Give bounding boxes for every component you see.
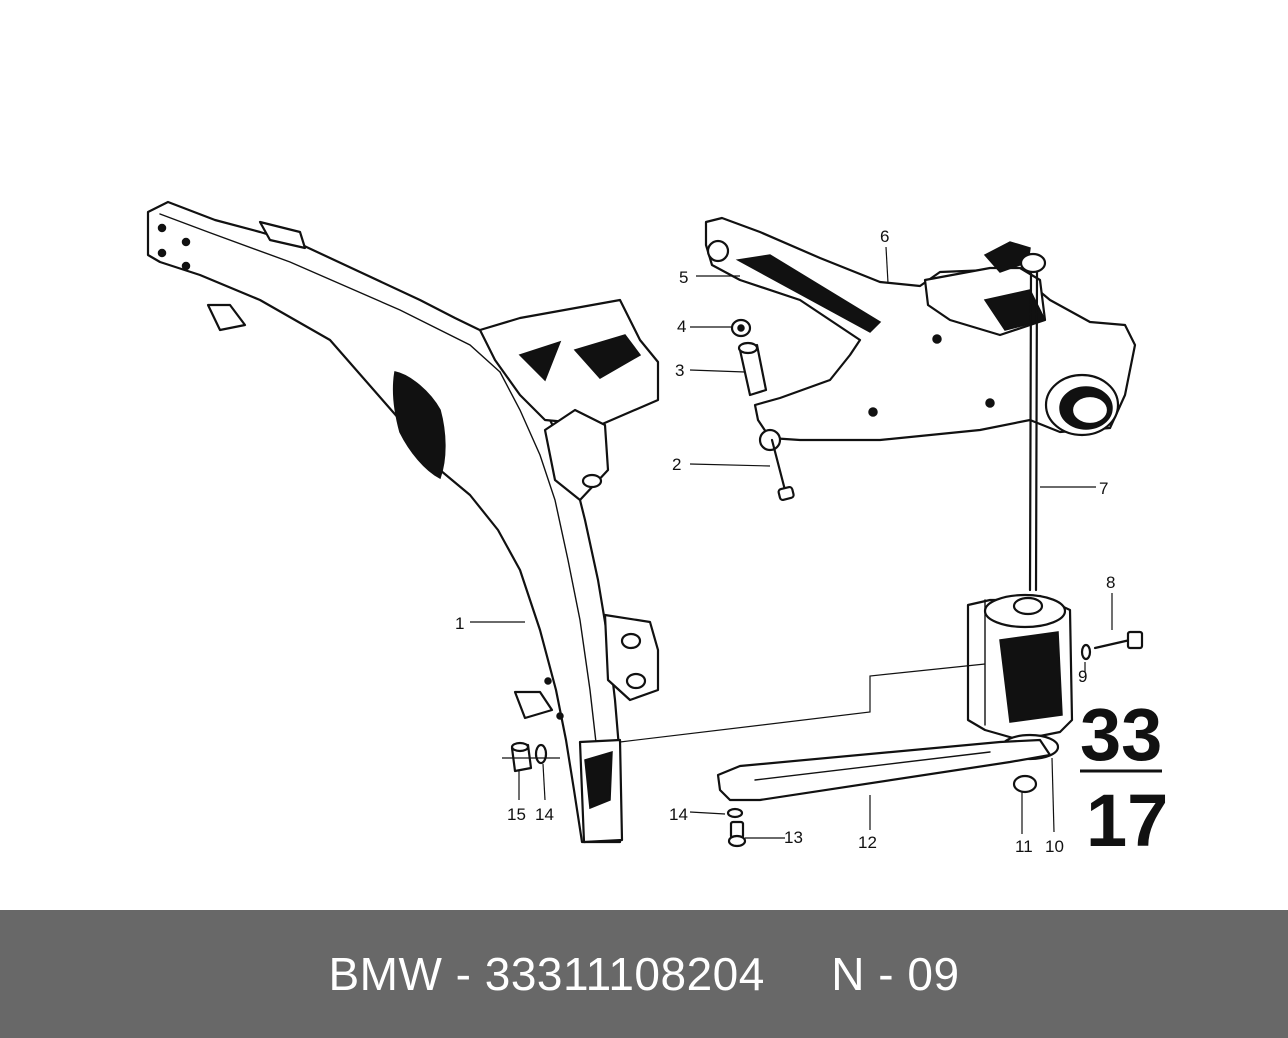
callout-1: 1 (455, 614, 464, 633)
brand-name: BMW (328, 948, 443, 1000)
callout-6: 6 (880, 227, 889, 246)
diagram-code: N - 09 (831, 948, 960, 1000)
part-caption-bar: BMW - 33311108204 N - 09 (0, 910, 1288, 1038)
callout-5: 5 (679, 268, 688, 287)
rubber-mount (966, 593, 1074, 742)
caption-separator: - (442, 948, 485, 1000)
parts-diagram: 1 2 3 4 5 6 7 8 9 10 11 12 13 14 14 15 3… (146, 200, 1168, 862)
part-caption: BMW - 33311108204 N - 09 (328, 947, 959, 1001)
callout-12: 12 (858, 833, 877, 852)
callout-13: 13 (784, 828, 803, 847)
callout-15: 15 (507, 805, 526, 824)
callout-3: 3 (675, 361, 684, 380)
callout-10: 10 (1045, 837, 1064, 856)
nut-4 (730, 318, 752, 338)
bolt-2 (770, 438, 795, 501)
bolt-13 (727, 820, 747, 848)
callout-14b: 14 (535, 805, 554, 824)
callout-11: 11 (1015, 837, 1033, 856)
rear-axle-carrier (146, 200, 660, 844)
part-number: 33311108204 (484, 948, 765, 1000)
washer-14 (534, 743, 744, 819)
bolt-8 (1093, 630, 1144, 650)
callout-2: 2 (672, 455, 681, 474)
bolt-7 (1019, 252, 1047, 592)
caption-gap (765, 948, 831, 1000)
callout-4: 4 (677, 317, 686, 336)
bracket-12 (716, 738, 1052, 802)
callout-8: 8 (1106, 573, 1115, 592)
callout-labels: 1 2 3 4 5 6 7 8 9 10 11 12 13 14 14 15 (455, 227, 1115, 856)
washer-9 (1080, 643, 1092, 661)
section-number-bottom: 17 (1086, 779, 1168, 862)
callout-9: 9 (1078, 667, 1087, 686)
nut-15 (510, 741, 533, 773)
leader-lines (470, 246, 1113, 839)
section-number-top: 33 (1080, 693, 1162, 776)
bushing-3 (737, 341, 768, 397)
callout-14a: 14 (669, 805, 688, 824)
nut-11 (1012, 774, 1038, 794)
section-number: 33 17 (1080, 693, 1168, 862)
callout-7: 7 (1099, 479, 1108, 498)
trailing-arm (704, 216, 1137, 452)
